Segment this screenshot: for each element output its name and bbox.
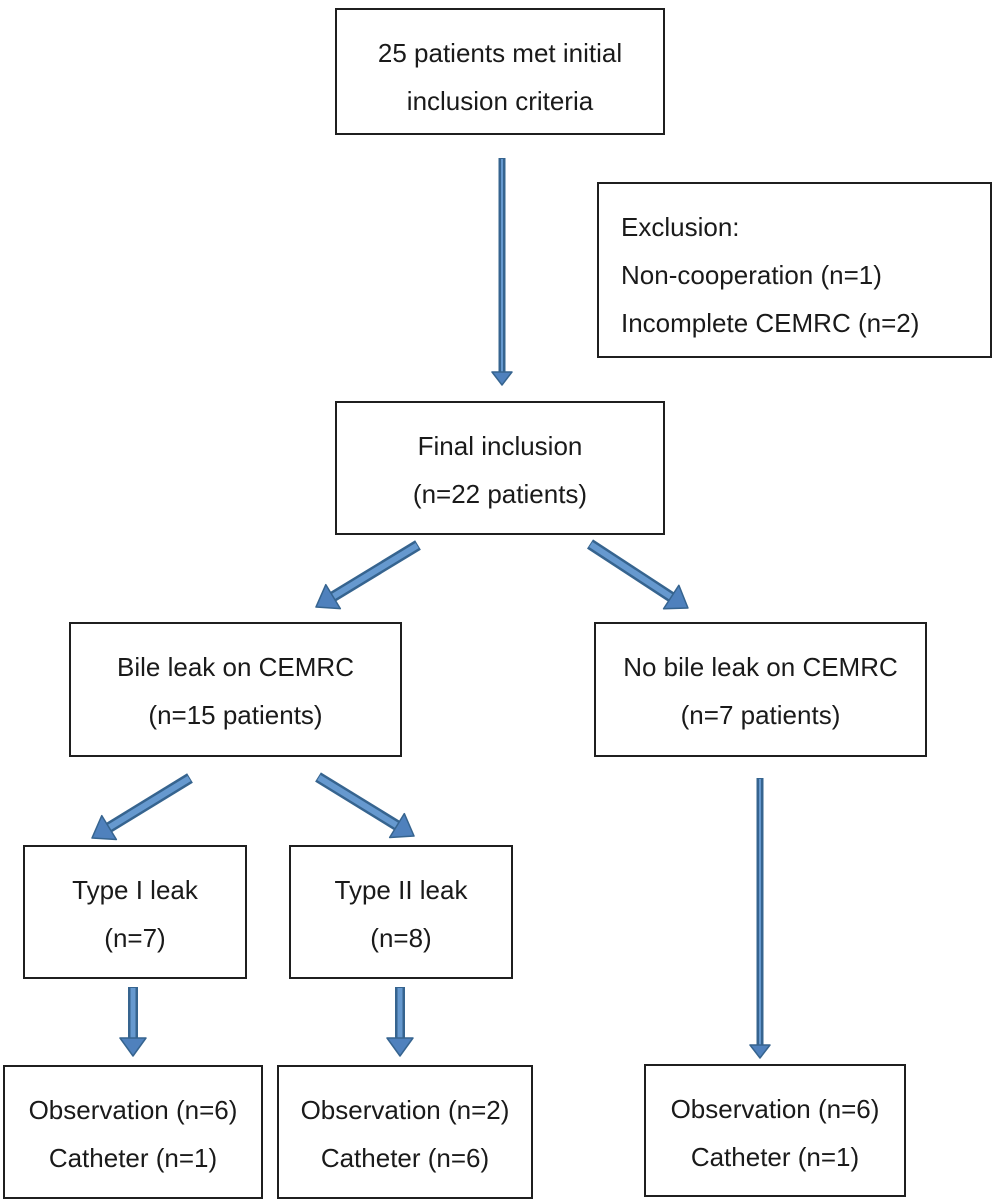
node-no-bile-leak: No bile leak on CEMRC (n=7 patients): [594, 622, 927, 757]
node-text-line: Observation (n=6): [670, 1094, 880, 1124]
node-text-line: (n=22 patients): [412, 479, 588, 509]
node-text-line: Type I leak: [72, 875, 198, 905]
node-text-line: Observation (n=2): [300, 1095, 510, 1125]
arrow-type1-to-outcome: [119, 987, 147, 1057]
arrow-final-to-no-bile-leak: [586, 539, 689, 610]
node-text-line: Exclusion:: [621, 212, 740, 242]
node-type2-leak: Type II leak (n=8): [289, 845, 513, 979]
node-outcome-type1: Observation (n=6) Catheter (n=1): [3, 1065, 263, 1199]
node-bile-leak: Bile leak on CEMRC (n=15 patients): [69, 622, 402, 757]
node-initial-inclusion: 25 patients met initial inclusion criter…: [335, 8, 665, 135]
node-text-line: No bile leak on CEMRC: [623, 652, 898, 682]
arrow-final-to-bile-leak: [315, 540, 421, 610]
node-text-line: Non-cooperation (n=1): [621, 260, 882, 290]
arrow-bile-leak-to-type2: [315, 772, 415, 839]
node-type1-leak: Type I leak (n=7): [23, 845, 247, 979]
arrow-initial-to-final: [491, 158, 513, 386]
node-text-line: Catheter (n=1): [48, 1143, 218, 1173]
node-text-line: 25 patients met initial: [377, 38, 623, 68]
node-text-line: inclusion criteria: [406, 86, 594, 116]
node-text-line: (n=7 patients): [680, 700, 841, 730]
arrow-bile-leak-to-type1: [91, 773, 193, 841]
node-exclusion: Exclusion: Non-cooperation (n=1) Incompl…: [597, 182, 992, 358]
node-text-line: Final inclusion: [417, 431, 583, 461]
node-text-line: Catheter (n=1): [690, 1142, 860, 1172]
node-text-line: (n=8): [370, 923, 432, 953]
node-text-line: Catheter (n=6): [320, 1143, 490, 1173]
node-text-line: (n=15 patients): [148, 700, 323, 730]
node-text-line: Type II leak: [334, 875, 468, 905]
node-outcome-no-leak: Observation (n=6) Catheter (n=1): [644, 1064, 906, 1197]
node-text-line: Observation (n=6): [28, 1095, 238, 1125]
node-final-inclusion: Final inclusion (n=22 patients): [335, 401, 665, 535]
node-text-line: Bile leak on CEMRC: [117, 652, 354, 682]
node-outcome-type2: Observation (n=2) Catheter (n=6): [277, 1065, 533, 1199]
arrow-type2-to-outcome: [386, 987, 414, 1057]
node-text-line: (n=7): [104, 923, 166, 953]
node-text-line: Incomplete CEMRC (n=2): [621, 308, 920, 338]
arrow-no-bile-leak-to-outcome: [749, 778, 771, 1059]
